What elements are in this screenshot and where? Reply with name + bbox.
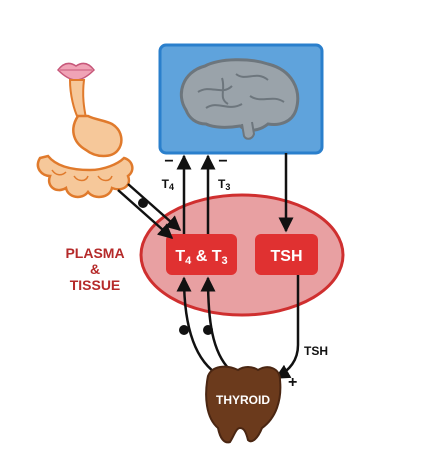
thyroid-gland: THYROID bbox=[205, 365, 282, 444]
t4-t3-box: T4 & T3 bbox=[166, 234, 237, 275]
t4-subscript: 4 bbox=[185, 255, 192, 267]
brain-panel bbox=[158, 43, 324, 155]
absorption-dot bbox=[138, 198, 148, 208]
t3-arrow-label: T3 bbox=[218, 177, 230, 192]
ampersand: & bbox=[191, 248, 211, 265]
t4-letter: T bbox=[175, 248, 185, 265]
minus-sign-right: − bbox=[218, 153, 227, 170]
t4-arrow-letter: T bbox=[162, 177, 170, 191]
svg-text:T4 & T3: T4 & T3 bbox=[175, 248, 227, 267]
intestine-icon bbox=[36, 154, 134, 199]
brain-icon bbox=[179, 58, 300, 140]
thyroid-label: THYROID bbox=[216, 393, 270, 407]
tsh-box: TSH bbox=[255, 234, 318, 275]
thyroid-output-dot-left bbox=[179, 325, 189, 335]
t3-arrow-sub: 3 bbox=[225, 182, 230, 192]
plasma-label: PLASMA bbox=[65, 245, 124, 261]
t4-arrow-label: T4 bbox=[162, 177, 174, 192]
t4-arrow-sub: 4 bbox=[169, 182, 174, 192]
t3-subscript: 3 bbox=[222, 255, 228, 267]
stomach-icon bbox=[36, 79, 134, 199]
plus-sign: + bbox=[288, 374, 297, 391]
tsh-box-label: TSH bbox=[271, 248, 303, 265]
t3-arrow-letter: T bbox=[218, 177, 226, 191]
tsh-arrow-label: TSH bbox=[304, 344, 328, 358]
absorption-arrows bbox=[117, 183, 182, 239]
lips-icon bbox=[57, 62, 95, 81]
t3-letter: T bbox=[212, 248, 222, 265]
tissue-label: TISSUE bbox=[70, 277, 121, 293]
ampersand-label: & bbox=[90, 261, 100, 277]
thyroid-output-dot-right bbox=[203, 325, 213, 335]
minus-sign-left: − bbox=[164, 153, 173, 170]
